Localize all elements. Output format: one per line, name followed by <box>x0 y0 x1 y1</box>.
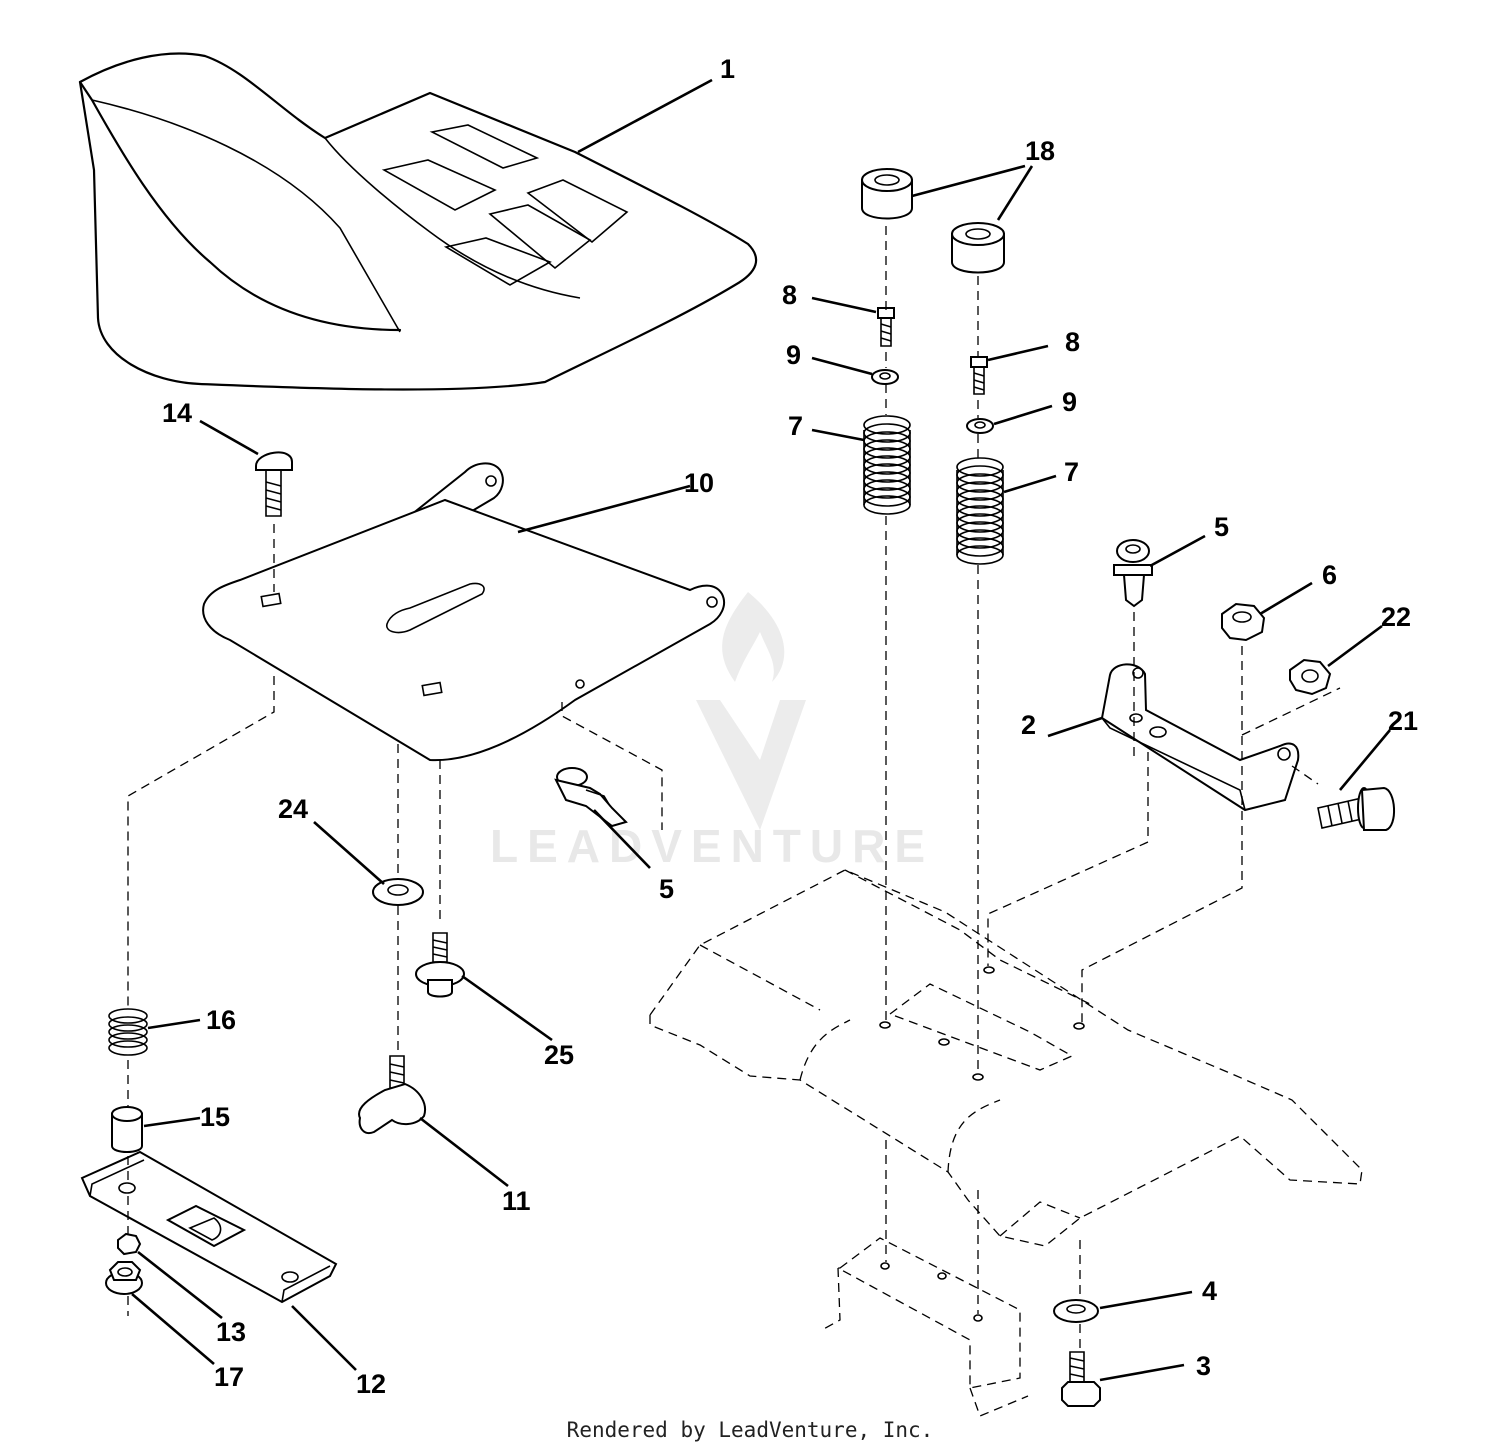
part-spring-left <box>863 415 911 515</box>
frame-outline <box>649 869 1363 1417</box>
part-washer-left <box>871 369 899 385</box>
part-washer-24 <box>372 878 424 906</box>
part-bolt-right <box>970 356 988 395</box>
callout-17: 17 <box>214 1362 244 1392</box>
callout-7-right: 7 <box>1064 457 1079 487</box>
part-knob <box>358 1055 426 1134</box>
callout-14: 14 <box>162 398 192 428</box>
part-bracket <box>1100 663 1300 812</box>
callout-8-right: 8 <box>1065 327 1080 357</box>
callout-11: 11 <box>502 1186 531 1216</box>
watermark-text: LEADVENTURE <box>490 820 934 872</box>
footer-credit: Rendered by LeadVenture, Inc. <box>566 1418 934 1442</box>
callout-5-upper: 5 <box>1214 512 1229 542</box>
part-seat-pan <box>202 462 726 762</box>
part-bushing-15 <box>111 1106 143 1153</box>
part-hex-bolt-3 <box>1061 1351 1101 1407</box>
callout-24: 24 <box>278 794 308 824</box>
part-nut-6 <box>1221 602 1266 642</box>
part-shoulder-bolt <box>415 932 465 998</box>
part-nut-13 <box>117 1232 142 1256</box>
callout-9-right: 9 <box>1062 387 1077 417</box>
callout-6: 6 <box>1322 560 1337 590</box>
callout-7-left: 7 <box>788 411 803 441</box>
part-spring-right <box>956 457 1004 565</box>
part-carriage-bolt <box>255 451 293 517</box>
callout-1: 1 <box>720 54 735 84</box>
callout-22: 22 <box>1381 602 1411 632</box>
part-plate-12 <box>80 1150 338 1304</box>
callout-labels: 1 2 3 4 5 5 6 7 7 8 8 9 9 10 11 12 13 14… <box>162 54 1418 1399</box>
callout-3: 3 <box>1196 1351 1211 1381</box>
callout-21: 21 <box>1388 706 1418 736</box>
callout-16: 16 <box>206 1005 236 1035</box>
part-clip-upper <box>1113 539 1153 608</box>
part-clip-lower <box>554 767 628 828</box>
leader-lines <box>131 78 1391 1382</box>
callout-18: 18 <box>1025 136 1055 166</box>
part-seat <box>78 52 758 391</box>
callout-4: 4 <box>1202 1276 1217 1306</box>
assembly-lines <box>127 226 1341 1350</box>
part-spacer-left <box>861 168 913 220</box>
callout-13: 13 <box>216 1317 246 1347</box>
part-bolt-left <box>877 307 895 347</box>
callout-25: 25 <box>544 1040 574 1070</box>
part-nut-22 <box>1289 658 1332 696</box>
callout-10: 10 <box>684 468 714 498</box>
callout-8-left: 8 <box>782 280 797 310</box>
callout-5-lower: 5 <box>659 874 674 904</box>
watermark-logo <box>696 592 806 830</box>
part-locknut-17 <box>105 1261 143 1295</box>
part-washer-right <box>966 418 994 434</box>
part-flange-bolt <box>1317 786 1395 831</box>
callout-9-left: 9 <box>786 340 801 370</box>
part-spacer-right <box>951 222 1005 274</box>
part-washer-4 <box>1053 1299 1099 1323</box>
callout-12: 12 <box>356 1369 386 1399</box>
callout-15: 15 <box>200 1102 230 1132</box>
part-spring-16 <box>108 1008 148 1056</box>
callout-2: 2 <box>1021 710 1036 740</box>
